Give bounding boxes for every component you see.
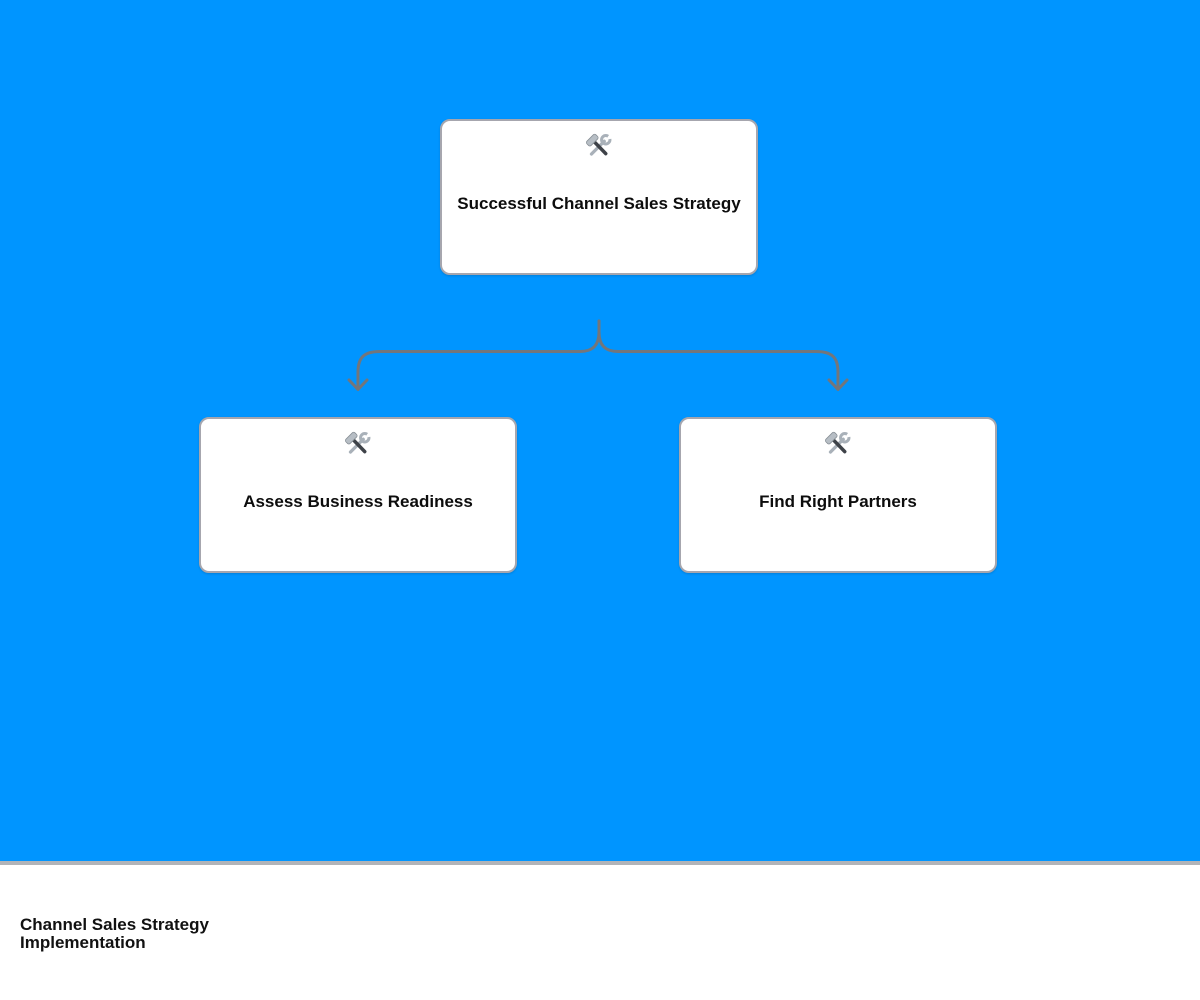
hammer-and-wrench-icon xyxy=(583,133,615,163)
branch-right-line xyxy=(597,319,840,390)
document-title: Channel Sales Strategy Implementation xyxy=(20,915,209,953)
node-find-right-partners[interactable]: Find Right Partners xyxy=(679,417,997,573)
branch-right-arrowhead xyxy=(827,378,849,391)
branch-left-line xyxy=(356,319,601,390)
canvas-footer-divider xyxy=(0,861,1200,865)
node-label: Assess Business Readiness xyxy=(243,492,473,511)
branch-left-arrowhead xyxy=(347,378,369,391)
hammer-and-wrench-icon xyxy=(822,431,854,461)
hammer-and-wrench-icon xyxy=(342,431,374,461)
node-assess-business-readiness[interactable]: Assess Business Readiness xyxy=(199,417,517,573)
diagram-canvas[interactable]: Successful Channel Sales Strategy Assess… xyxy=(0,0,1200,861)
node-label: Find Right Partners xyxy=(759,492,917,511)
footer-panel: Channel Sales Strategy Implementation xyxy=(0,865,1200,1000)
node-root[interactable]: Successful Channel Sales Strategy xyxy=(440,119,758,275)
node-label: Successful Channel Sales Strategy xyxy=(457,194,741,213)
